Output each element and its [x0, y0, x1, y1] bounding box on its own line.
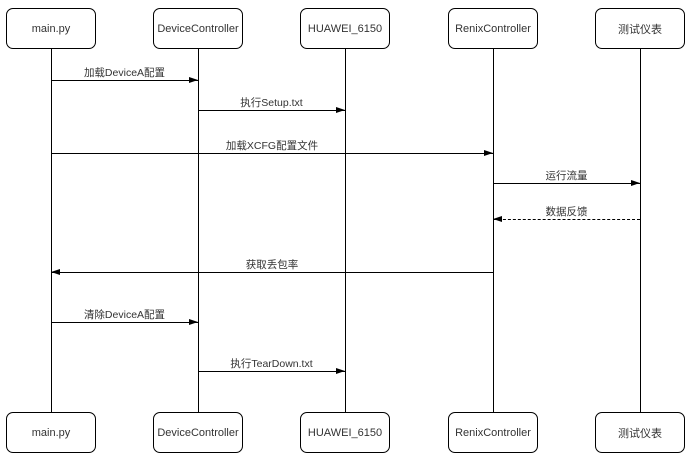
message-arrow-line: [493, 180, 640, 186]
message-exec-setup: 执行Setup.txt: [198, 97, 345, 113]
participant-box-bottom: 测试仪表: [595, 412, 685, 453]
participant-label: RenixController: [455, 22, 531, 35]
arrowhead-left-icon: [493, 216, 502, 222]
participant-box-top: 测试仪表: [595, 8, 685, 49]
message-run-traffic: 运行流量: [493, 170, 640, 186]
message-label: 加载DeviceA配置: [83, 67, 166, 79]
message-label: 加载XCFG配置文件: [225, 140, 319, 152]
participant-box-top: main.py: [6, 8, 96, 49]
message-arrow-line: [51, 150, 493, 156]
arrowhead-right-icon: [189, 319, 198, 325]
lifeline: [51, 49, 52, 412]
message-label: 执行TearDown.txt: [230, 358, 313, 370]
arrowhead-right-icon: [484, 150, 493, 156]
participant-box-bottom: main.py: [6, 412, 96, 453]
participant-label: HUAWEI_6150: [307, 22, 383, 35]
arrowhead-right-icon: [336, 107, 345, 113]
message-arrow-line: [51, 77, 198, 83]
participant-label: RenixController: [455, 426, 531, 439]
message-arrow-line: [198, 368, 345, 374]
lifeline: [640, 49, 641, 412]
participant-label: 测试仪表: [618, 23, 662, 36]
message-arrow-line: [51, 269, 493, 275]
message-label: 运行流量: [545, 170, 588, 182]
message-label: 获取丢包率: [245, 259, 299, 271]
message-label: 执行Setup.txt: [240, 97, 303, 109]
message-arrow-line: [51, 319, 198, 325]
participant-box-top: RenixController: [448, 8, 538, 49]
message-arrow-line: [198, 107, 345, 113]
participant-label: main.py: [31, 22, 71, 35]
lifeline: [198, 49, 199, 412]
participant-label: HUAWEI_6150: [307, 426, 383, 439]
arrowhead-right-icon: [336, 368, 345, 374]
participant-label: main.py: [31, 426, 71, 439]
participant-box-top: DeviceController: [153, 8, 243, 49]
arrowhead-right-icon: [189, 77, 198, 83]
message-get-packet-loss: 获取丢包率: [51, 259, 493, 275]
message-label: 清除DeviceA配置: [83, 309, 166, 321]
lifeline: [493, 49, 494, 412]
participant-box-bottom: DeviceController: [153, 412, 243, 453]
participant-label: DeviceController: [157, 22, 239, 35]
message-load-xcfg-config: 加载XCFG配置文件: [51, 140, 493, 156]
lifeline: [345, 49, 346, 412]
message-data-feedback: 数据反馈: [493, 206, 640, 222]
message-exec-teardown: 执行TearDown.txt: [198, 358, 345, 374]
participant-box-top: HUAWEI_6150: [300, 8, 390, 49]
participant-box-bottom: RenixController: [448, 412, 538, 453]
participant-label: 测试仪表: [618, 427, 662, 440]
message-load-devicea-config: 加载DeviceA配置: [51, 67, 198, 83]
participant-box-bottom: HUAWEI_6150: [300, 412, 390, 453]
participant-label: DeviceController: [157, 426, 239, 439]
message-clear-devicea-config: 清除DeviceA配置: [51, 309, 198, 325]
message-label: 数据反馈: [545, 206, 588, 218]
message-arrow-line: [493, 216, 640, 222]
arrowhead-right-icon: [631, 180, 640, 186]
arrowhead-left-icon: [51, 269, 60, 275]
